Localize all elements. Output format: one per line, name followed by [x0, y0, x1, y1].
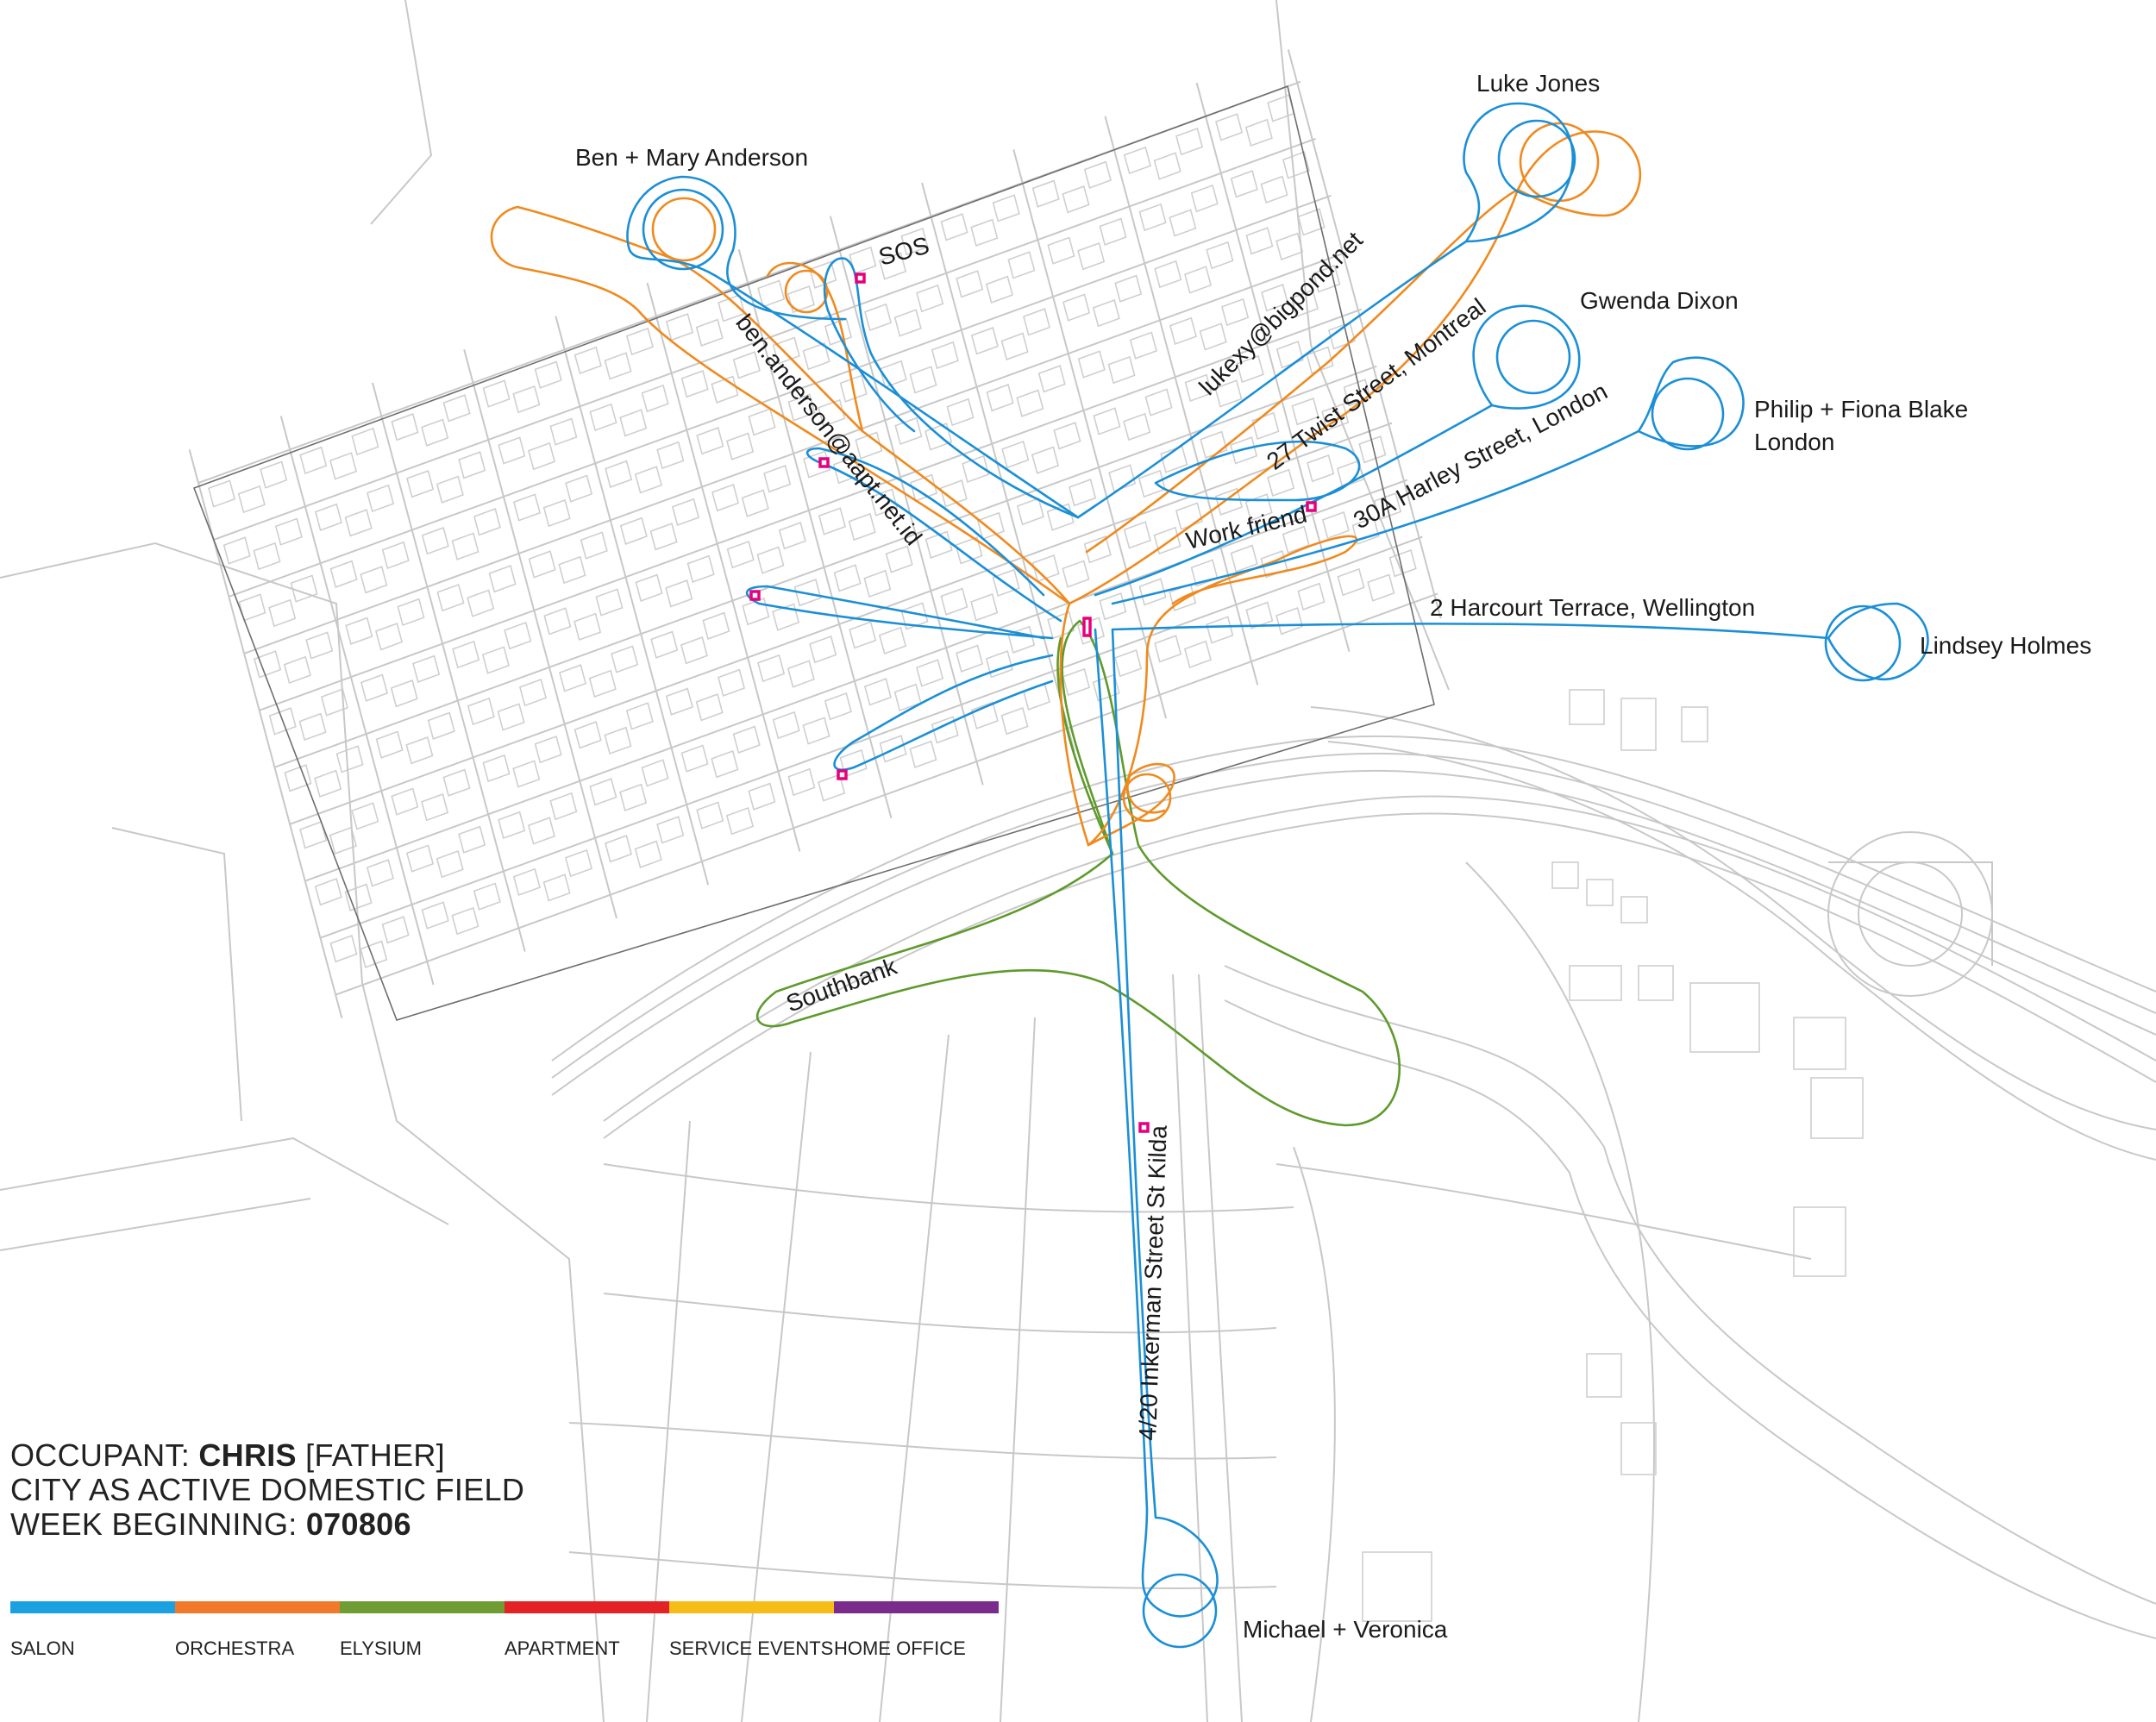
legend-label-apartment: APARTMENT [505, 1637, 620, 1659]
legend-swatch-orchestra [175, 1601, 340, 1613]
loop-orchestra-hub [1122, 773, 1172, 823]
legend-swatch-apartment [505, 1601, 669, 1613]
legend-item-apartment: APARTMENT [505, 1601, 669, 1660]
label-philip: Philip + Fiona Blake [1754, 396, 1968, 423]
loop-salon-lindsey [1824, 604, 1902, 682]
legend-label-orchestra: ORCHESTRA [175, 1637, 295, 1659]
cbd-frame [192, 85, 1435, 1021]
label-inkerman: 4/20 Inkerman Street St Kilda [1134, 1124, 1172, 1441]
occupant-name: CHRIS [198, 1437, 297, 1473]
marker-west2 [749, 590, 761, 601]
label-harcourt: 2 Harcourt Terrace, Wellington [1430, 594, 1755, 621]
occupant-line: OCCUPANT: CHRIS [FATHER] [10, 1438, 524, 1473]
legend-swatch-elysium [340, 1601, 505, 1613]
week-line: WEEK BEGINNING: 070806 [10, 1507, 524, 1542]
label-michael: Michael + Veronica [1243, 1616, 1448, 1643]
route-salon-sos [823, 257, 1080, 519]
legend-swatch-salon [10, 1601, 175, 1613]
location-markers [749, 272, 1317, 1133]
label-work-friend: Work friend [1183, 501, 1309, 554]
route-salon-philip [1111, 356, 1745, 605]
legend-label-service-events: SERVICE EVENTS [669, 1637, 834, 1659]
route-salon-west2 [745, 585, 1054, 640]
legend-item-orchestra: ORCHESTRA [175, 1601, 340, 1660]
marker-west1 [818, 457, 830, 468]
week-prefix: WEEK BEGINNING: [10, 1506, 306, 1542]
label-gwenda: Gwenda Dixon [1580, 287, 1739, 314]
marker-west3 [837, 769, 848, 780]
marker-sos [855, 272, 866, 284]
label-lindsey: Lindsey Holmes [1920, 632, 2091, 659]
label-ben-mary: Ben + Mary Anderson [575, 144, 808, 171]
legend-item-salon: SALON [10, 1601, 175, 1660]
route-salon-lindsey [1111, 602, 1929, 681]
loop-salon-michael [1142, 1573, 1218, 1649]
occupant-role: [FATHER] [296, 1437, 445, 1473]
legend-swatch-home-office [834, 1601, 999, 1613]
loop-orchestra-ben [651, 197, 717, 262]
loop-salon-ben [642, 188, 724, 271]
loop-salon-gwenda [1495, 319, 1571, 395]
route-orchestra-luke [1068, 130, 1642, 605]
subtitle: CITY AS ACTIVE DOMESTIC FIELD [10, 1472, 525, 1507]
legend-item-home-office: HOME OFFICE [834, 1601, 999, 1660]
route-orchestra-hub [1087, 762, 1175, 847]
loop-orchestra-sos [784, 269, 829, 314]
place-labels: Luke Jones Ben + Mary Anderson SOS ben.a… [575, 70, 2091, 1643]
route-salon-work [1154, 440, 1361, 502]
legend-label-elysium: ELYSIUM [340, 1637, 422, 1659]
label-ben-email: ben.anderson@aapt.net.id [730, 310, 927, 550]
loop-salon-philip [1651, 377, 1725, 451]
legend-swatch-service-events [669, 1601, 834, 1613]
week-value: 070806 [305, 1506, 411, 1542]
route-salon-west1 [805, 447, 1062, 623]
label-sos: SOS [876, 232, 932, 271]
route-salon-west3 [833, 654, 1054, 771]
route-orchestra-ben [490, 205, 1090, 847]
legend-item-service-events: SERVICE EVENTS [669, 1601, 834, 1660]
route-elysium-spur [1056, 636, 1114, 855]
legend-label-home-office: HOME OFFICE [834, 1637, 966, 1659]
legend-label-salon: SALON [10, 1637, 75, 1659]
routes [490, 102, 1929, 1649]
route-salon-gwenda [1094, 304, 1581, 597]
label-luke-jones: Luke Jones [1476, 70, 1600, 97]
occupant-prefix: OCCUPANT: [10, 1437, 199, 1473]
label-twist: 27 Twist Street, Montreal [1262, 293, 1491, 475]
label-london: London [1754, 429, 1834, 455]
route-salon-stkilda [1094, 628, 1219, 1618]
marker-work [1306, 501, 1317, 512]
route-salon-luke [1076, 102, 1575, 519]
marker-stkilda [1138, 1122, 1150, 1133]
route-elysium-southbank [756, 619, 1401, 1127]
label-harley: 30A Harley Street, London [1349, 378, 1612, 535]
route-salon-ben [626, 175, 1080, 519]
loop-salon-luke [1497, 119, 1576, 198]
legend-item-elysium: ELYSIUM [340, 1601, 505, 1660]
marker-home [1082, 617, 1092, 637]
route-orchestra-work [1087, 535, 1358, 847]
map-info: OCCUPANT: CHRIS [FATHER] CITY AS ACTIVE … [10, 1438, 524, 1542]
